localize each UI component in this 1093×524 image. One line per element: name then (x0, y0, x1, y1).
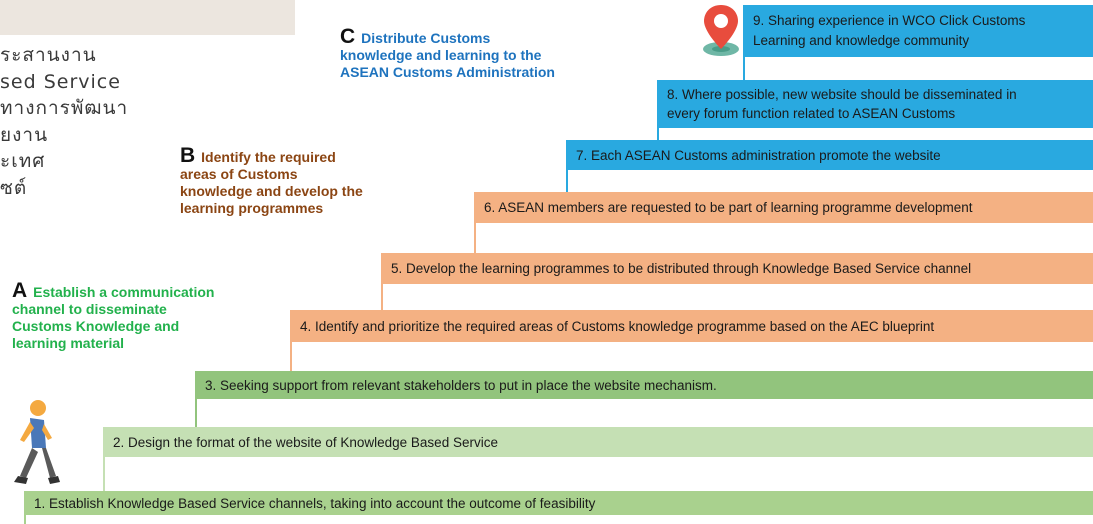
step-3: 3. Seeking support from relevant stakeho… (195, 371, 1093, 399)
thai-line: ะเทศ (0, 150, 46, 172)
phase-a-text-first: Establish a communication (33, 284, 215, 300)
phase-c-label: C Distribute Customs knowledge and learni… (340, 25, 555, 81)
step-1-riser (24, 515, 26, 524)
phase-a-text: learning material (12, 335, 125, 351)
person-walking-icon (12, 398, 60, 488)
step-9-text-line: 9. Sharing experience in WCO Click Custo… (753, 13, 1026, 28)
phase-b-letter: B (180, 144, 196, 167)
phase-a-letter: A (12, 279, 28, 302)
step-7-text: 7. Each ASEAN Customs administration pro… (576, 147, 941, 163)
phase-b-text: learning programmes (180, 200, 324, 216)
step-1-text: 1. Establish Knowledge Based Service cha… (34, 495, 596, 511)
step-7: 7. Each ASEAN Customs administration pro… (566, 140, 1093, 170)
step-5: 5. Develop the learning programmes to be… (381, 253, 1093, 284)
thai-line: sed Service (0, 70, 121, 93)
step-6-riser (474, 223, 476, 253)
phase-c-text-first: Distribute Customs (361, 30, 491, 46)
step-8-text-line: 8. Where possible, new website should be… (667, 87, 1017, 102)
step-2-text: 2. Design the format of the website of K… (113, 434, 498, 450)
step-9-riser (743, 57, 745, 80)
step-9-text-line: Learning and knowledge community (753, 33, 970, 48)
phase-b-text: knowledge and develop the (180, 183, 363, 199)
step-2-riser (103, 457, 105, 491)
step-4-text: 4. Identify and prioritize the required … (300, 318, 935, 334)
thai-line: ซต์ (0, 176, 28, 199)
step-4-riser (290, 342, 292, 371)
step-1: 1. Establish Knowledge Based Service cha… (24, 491, 1093, 515)
phase-b-text: areas of Customs (180, 166, 298, 182)
step-4: 4. Identify and prioritize the required … (290, 310, 1093, 342)
phase-c-text: knowledge and learning to the (340, 47, 542, 63)
step-8: 8. Where possible, new website should be… (657, 80, 1093, 128)
thai-line: ยงาน (0, 123, 49, 146)
phase-a-text: channel to disseminate (12, 301, 167, 317)
step-3-text: 3. Seeking support from relevant stakeho… (205, 377, 717, 393)
step-6: 6. ASEAN members are requested to be par… (474, 192, 1093, 223)
step-2: 2. Design the format of the website of K… (103, 427, 1093, 457)
phase-a-text: Customs Knowledge and (12, 318, 180, 334)
step-8-riser (657, 128, 659, 140)
thai-line: ทางการพัฒนา (0, 97, 129, 119)
location-pin-icon (696, 2, 746, 58)
thai-text-block: ระสานงาน sed Service ทางการพัฒนา ยงาน ะเ… (0, 42, 128, 201)
step-3-riser (195, 399, 197, 427)
step-5-riser (381, 284, 383, 310)
step-5-text: 5. Develop the learning programmes to be… (391, 261, 972, 276)
phase-c-letter: C (340, 25, 356, 48)
phase-a-label: A Establish a communication channel to di… (12, 279, 215, 352)
step-6-text: 6. ASEAN members are requested to be par… (484, 200, 973, 215)
phase-c-text: ASEAN Customs Administration (340, 64, 555, 80)
step-8-text-line: every forum function related to ASEAN Cu… (667, 106, 956, 121)
step-9: 9. Sharing experience in WCO Click Custo… (743, 5, 1093, 57)
step-7-riser (566, 170, 568, 192)
thai-line: ระสานงาน (0, 44, 97, 66)
header-box (0, 0, 295, 35)
phase-b-text-first: Identify the required (201, 149, 336, 165)
